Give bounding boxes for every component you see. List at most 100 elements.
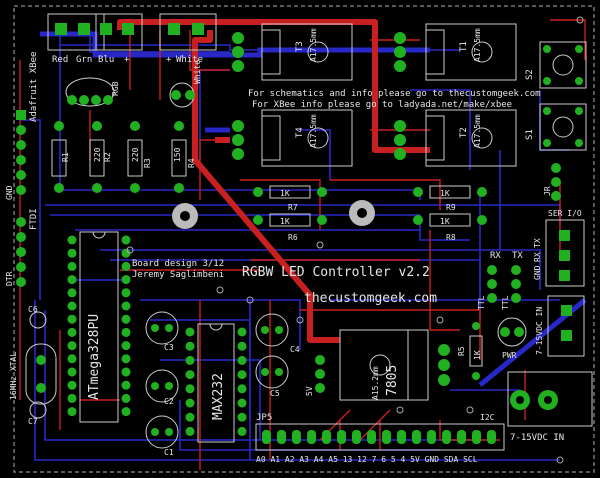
resistors-mid [269, 185, 471, 227]
label-t1-rating: A17.5mm [473, 28, 482, 62]
label-r7: R7 [288, 203, 298, 212]
label-r5: R5 [457, 346, 466, 356]
label-r3: R3 [143, 158, 152, 168]
label-plus-2: + [166, 55, 172, 65]
jp5-pins [262, 430, 496, 444]
label-ser-gnd: GND [533, 265, 542, 280]
pin-pad [185, 412, 195, 422]
xbee-header-pins [16, 110, 26, 195]
pin-pad [67, 288, 77, 298]
jp5-pin [277, 430, 286, 444]
jp5-header [255, 423, 505, 451]
label-ser-tx: TX [533, 238, 542, 248]
transistor-t3 [232, 23, 353, 81]
capacitors [29, 311, 289, 449]
pin-pad [121, 288, 131, 298]
capacitor-pads [151, 324, 283, 436]
pin-pad [121, 314, 131, 324]
jp5-pin [427, 430, 436, 444]
pin-pad [185, 384, 195, 394]
resistors-top [51, 139, 187, 177]
pin-pad [67, 275, 77, 285]
jp5-pin [412, 430, 421, 444]
label-r2-value: 220 [131, 147, 140, 162]
label-r1-value: 220 [93, 147, 102, 162]
jp5-pin [322, 430, 331, 444]
transistor-t1 [394, 23, 517, 81]
pin-pad [67, 327, 77, 337]
switch-s1 [539, 103, 587, 151]
info-schematics: For schematics and info please go to the… [248, 89, 541, 99]
label-pwr: PWR [502, 351, 517, 360]
label-r2: R2 [103, 152, 112, 162]
ftdi-header-pins [16, 217, 26, 287]
jr-header [551, 163, 561, 201]
label-r9-value: 1K [440, 189, 450, 198]
label-crystal: 16MHz XTAL [9, 352, 18, 400]
label-c1: C1 [164, 448, 174, 457]
label-ser-rx: RX [533, 252, 542, 262]
pin-pad [67, 301, 77, 311]
label-max232: MAX232 [211, 373, 226, 420]
board-title: RGBW LED Controller v2.2 [242, 265, 430, 280]
label-7805: 7805 [385, 365, 400, 396]
jp5-pin [472, 430, 481, 444]
pin-pad [67, 367, 77, 377]
label-c5: C5 [270, 389, 280, 398]
label-c2: C2 [164, 397, 174, 406]
transistor-t2 [394, 109, 517, 167]
label-r1: R1 [61, 152, 70, 162]
label-c4: C4 [290, 345, 300, 354]
vdc-terminal [547, 295, 585, 357]
info-xbee: For XBee info please go to ladyada.net/m… [252, 100, 512, 110]
jp5-pin [292, 430, 301, 444]
pin-pad [67, 235, 77, 245]
pin-pad [185, 370, 195, 380]
jp5-pin [337, 430, 346, 444]
pin-pad [121, 275, 131, 285]
label-t3-rating: A17.5mm [309, 28, 318, 62]
pin-pad [237, 426, 247, 436]
label-jp5: JP5 [256, 413, 272, 423]
label-r4: R4 [187, 158, 196, 168]
label-c3: C3 [164, 343, 174, 352]
resistor-pads-mid [253, 187, 487, 225]
label-t2: T2 [459, 127, 469, 138]
label-white: White [176, 55, 203, 65]
header-5v [315, 355, 325, 393]
pin-pad [121, 235, 131, 245]
pin-pad [185, 426, 195, 436]
jp5-pin [352, 430, 361, 444]
led-terminal-block [47, 13, 217, 51]
regulator-7805 [339, 329, 450, 401]
label-r7-value: 1K [280, 189, 290, 198]
vias [126, 16, 584, 464]
label-r6-value: 1K [280, 217, 290, 226]
pin-pad [121, 380, 131, 390]
label-grn: Grn [76, 55, 92, 65]
label-rx: RX [490, 251, 501, 261]
pin-pad [121, 327, 131, 337]
jp5-pin [457, 430, 466, 444]
label-ttl-2: TTL [501, 295, 510, 310]
jp5-pin [382, 430, 391, 444]
pin-pad [67, 314, 77, 324]
jp5-pin [307, 430, 316, 444]
pin-pad [67, 261, 77, 271]
pin-pad [185, 398, 195, 408]
resistor-r5 [469, 322, 483, 380]
pin-pad [237, 355, 247, 365]
pin-pad [185, 355, 195, 365]
label-tx: TX [512, 251, 523, 261]
label-reg-rating: A15.2mm [371, 366, 380, 400]
label-i2c: I2C [480, 413, 495, 422]
power-input-label: 7-15VDC IN [510, 433, 564, 443]
pin-pad [237, 384, 247, 394]
oshw-logo-left [172, 203, 198, 229]
pin-pad [121, 354, 131, 364]
pin-pad [121, 248, 131, 258]
label-c7: C7 [28, 417, 38, 426]
label-t4-rating: A17.5mm [309, 114, 318, 148]
